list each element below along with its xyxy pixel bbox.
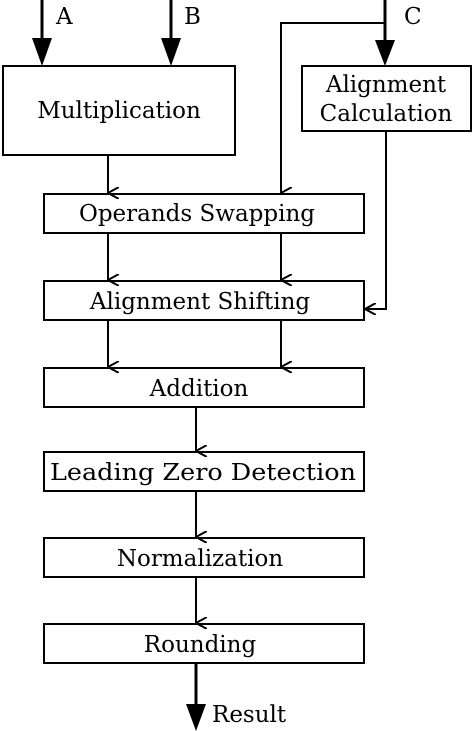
- rounding-label: Rounding: [144, 632, 257, 658]
- aligncalc-to-shift-wire: [365, 131, 387, 309]
- input-c-label: C: [404, 4, 422, 30]
- addition-label: Addition: [149, 376, 249, 402]
- c-to-swap-wire: [280, 22, 385, 193]
- alignment-shifting-label: Alignment Shifting: [89, 289, 310, 315]
- result-label: Result: [212, 702, 287, 728]
- normalization-label: Normalization: [117, 546, 283, 572]
- normalization-block: Normalization: [43, 537, 365, 578]
- alignment-calculation-label-line2: Calculation: [320, 101, 453, 127]
- leading-zero-detection-block: Leading Zero Detection: [43, 451, 365, 492]
- input-b-arrow: [161, 0, 181, 66]
- multiplication-label: Multiplication: [37, 98, 201, 124]
- input-a-arrow: [32, 0, 52, 66]
- addition-block: Addition: [43, 367, 365, 408]
- alignment-shifting-block: Alignment Shifting: [43, 280, 365, 321]
- alignment-calculation-block: Alignment Calculation: [301, 65, 472, 132]
- operands-swapping-block: Operands Swapping: [43, 193, 365, 234]
- input-a-label: A: [55, 4, 73, 30]
- rounding-block: Rounding: [43, 623, 365, 664]
- alignment-calculation-label-line1: Alignment: [325, 72, 447, 98]
- multiplication-block: Multiplication: [2, 65, 236, 156]
- input-b-label: B: [184, 4, 201, 30]
- input-c-arrow: [375, 0, 395, 66]
- operands-swapping-label: Operands Swapping: [79, 201, 315, 227]
- result-arrow: [186, 663, 206, 731]
- leading-zero-detection-label: Leading Zero Detection: [50, 460, 356, 486]
